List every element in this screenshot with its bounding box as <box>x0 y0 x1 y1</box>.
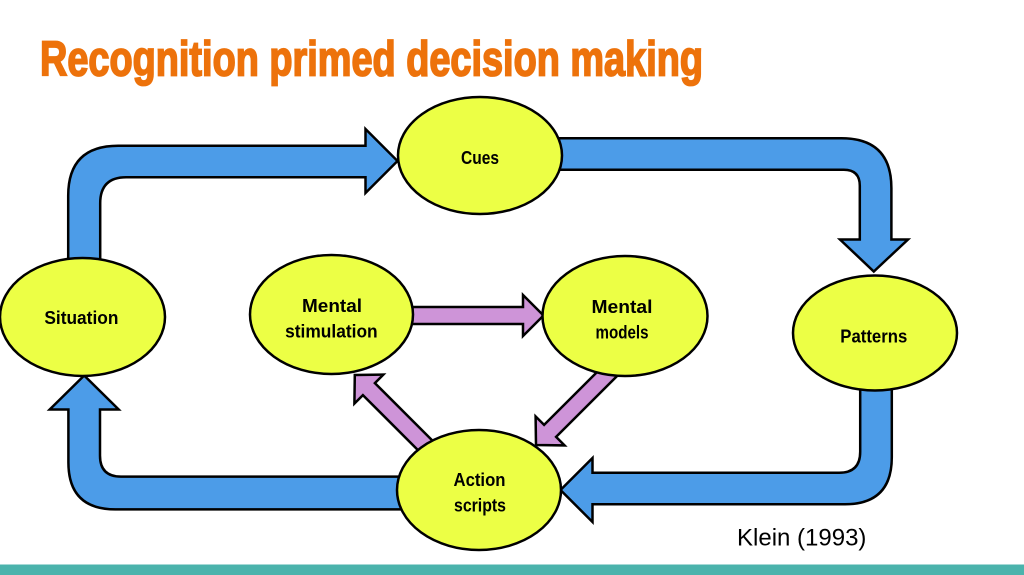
svg-text:Situation: Situation <box>44 307 118 328</box>
svg-text:Mental: Mental <box>592 296 653 317</box>
svg-text:Patterns: Patterns <box>840 325 907 346</box>
svg-text:Action: Action <box>454 469 506 490</box>
svg-text:scripts: scripts <box>454 495 506 516</box>
svg-text:Recognition primed decision ma: Recognition primed decision making <box>40 33 703 87</box>
svg-text:stimulation: stimulation <box>285 321 378 342</box>
svg-text:Cues: Cues <box>461 147 499 168</box>
svg-text:Mental: Mental <box>302 295 362 316</box>
svg-text:models: models <box>596 321 649 342</box>
svg-text:Klein (1993): Klein (1993) <box>737 525 866 552</box>
